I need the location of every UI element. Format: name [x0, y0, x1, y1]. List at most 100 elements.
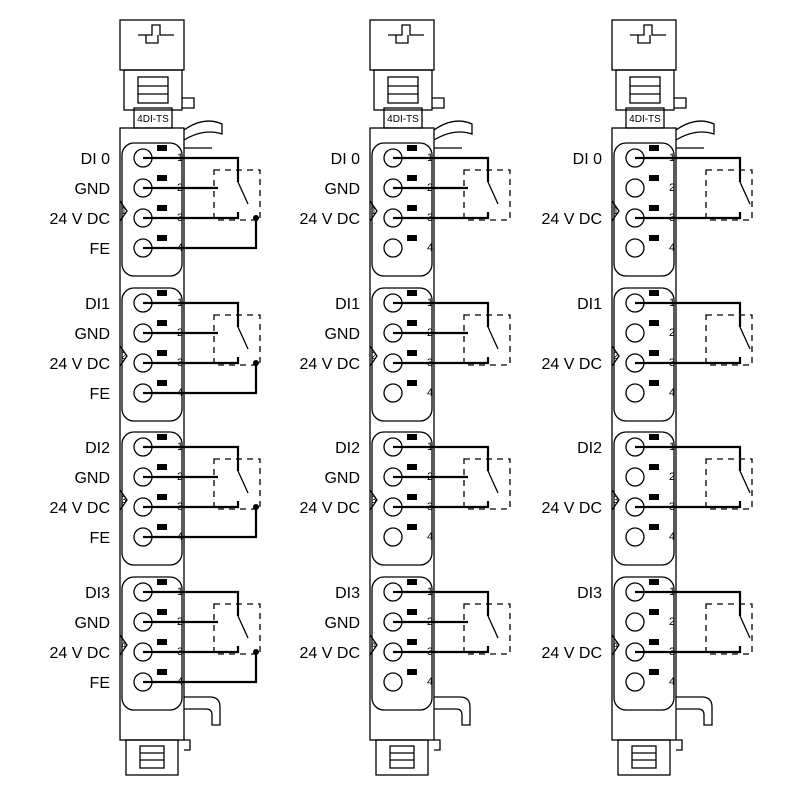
led-indicator — [407, 494, 417, 500]
switch-contact — [487, 326, 499, 350]
signal-label: FE — [90, 530, 110, 547]
group-number: 3 — [371, 495, 377, 506]
terminal-2 — [625, 467, 645, 487]
switch-contact — [739, 470, 751, 494]
terminal-2 — [625, 612, 645, 632]
wire-24v — [644, 646, 742, 654]
signal-label: GND — [74, 615, 110, 632]
bottom-clip — [375, 739, 429, 776]
led-indicator — [157, 350, 167, 356]
terminal-number: 4 — [427, 387, 433, 399]
wire-signal — [402, 445, 490, 471]
group-marker — [119, 489, 128, 511]
led-indicator — [157, 669, 167, 675]
connector-frame — [371, 142, 433, 277]
wire-signal — [402, 590, 490, 616]
wire-24v — [152, 501, 240, 509]
led-indicator — [649, 350, 659, 356]
signal-label: FE — [90, 675, 110, 692]
terminal-4 — [383, 527, 403, 547]
signal-label: DI1 — [577, 296, 602, 313]
switch-contact — [739, 615, 751, 639]
led-indicator — [649, 290, 659, 296]
signal-label: 24 V DC — [300, 356, 360, 373]
connector-frame — [613, 576, 675, 711]
led-indicator — [157, 290, 167, 296]
signal-label: 24 V DC — [50, 645, 110, 662]
junction-dot — [253, 360, 259, 366]
signal-label: DI2 — [577, 440, 602, 457]
group-marker — [369, 489, 378, 511]
connector-frame — [371, 431, 433, 566]
side-bracket — [183, 120, 223, 141]
connector-frame — [121, 287, 183, 422]
led-indicator — [407, 380, 417, 386]
led-indicator — [649, 494, 659, 500]
terminal-4 — [625, 383, 645, 403]
group-marker — [369, 634, 378, 656]
terminal-4 — [383, 238, 403, 258]
connector-frame — [121, 431, 183, 566]
side-bracket — [675, 120, 715, 141]
bottom-hook — [434, 696, 471, 726]
led-indicator — [157, 639, 167, 645]
group-marker — [369, 345, 378, 367]
led-indicator — [407, 669, 417, 675]
sensor-box — [705, 603, 753, 655]
sensor-box — [705, 458, 753, 510]
group-marker — [611, 345, 620, 367]
group-marker — [611, 634, 620, 656]
wire-fe — [152, 218, 258, 250]
switch-contact — [487, 615, 499, 639]
group-number: 2 — [371, 351, 377, 362]
top-hook — [182, 97, 195, 109]
wire-signal — [644, 301, 742, 327]
group-number: 4 — [121, 640, 127, 651]
wire-signal — [152, 156, 240, 182]
terminal-number: 4 — [427, 242, 433, 254]
top-hook — [432, 97, 445, 109]
led-indicator — [649, 669, 659, 675]
terminal-number: 4 — [427, 531, 433, 543]
led-indicator — [157, 175, 167, 181]
terminal-number: 4 — [669, 242, 675, 254]
wire-24v — [152, 646, 240, 654]
signal-label: 24 V DC — [542, 356, 602, 373]
group-marker — [611, 200, 620, 222]
led-indicator — [649, 205, 659, 211]
wire-24v — [402, 212, 490, 220]
led-indicator — [407, 609, 417, 615]
top-latch — [138, 24, 174, 36]
terminal-number: 4 — [669, 387, 675, 399]
led-indicator — [407, 205, 417, 211]
wire-24v — [402, 357, 490, 365]
led-indicator — [157, 205, 167, 211]
signal-label: DI2 — [85, 440, 110, 457]
signal-label: GND — [324, 181, 360, 198]
signal-label: DI3 — [85, 585, 110, 602]
led-indicator — [649, 434, 659, 440]
led-indicator — [407, 434, 417, 440]
signal-label: DI1 — [85, 296, 110, 313]
terminal-number: 2 — [669, 327, 675, 339]
module-tag: 4DI-TS — [629, 114, 661, 125]
signal-label: GND — [74, 470, 110, 487]
group-marker — [119, 634, 128, 656]
module-tag: 4DI-TS — [387, 114, 419, 125]
led-indicator — [157, 579, 167, 585]
switch-contact — [237, 615, 249, 639]
junction-dot — [253, 504, 259, 510]
terminal-2 — [625, 178, 645, 198]
signal-label: DI 0 — [331, 151, 360, 168]
wire-fe — [152, 363, 258, 395]
wire-signal — [402, 156, 490, 182]
wire-signal — [152, 590, 240, 616]
top-clip — [615, 69, 675, 111]
led-indicator — [157, 320, 167, 326]
